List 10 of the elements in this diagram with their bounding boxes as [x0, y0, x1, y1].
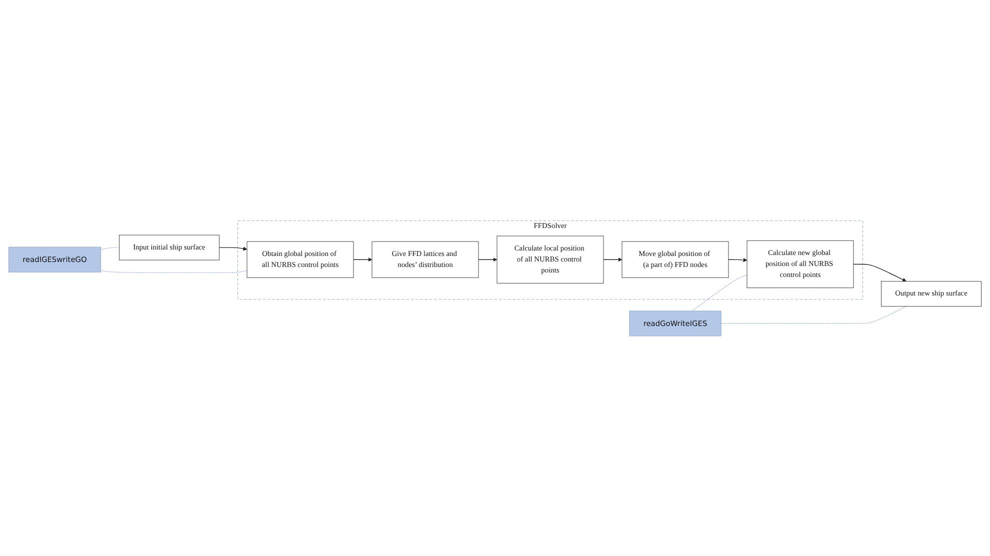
arrow [728, 258, 748, 262]
arrow [478, 257, 498, 262]
connector [100, 270, 248, 273]
connector [100, 246, 120, 250]
arrow [853, 264, 906, 282]
arrow [353, 257, 372, 262]
connector [720, 306, 907, 324]
arrow [218, 246, 248, 250]
arrow [603, 257, 622, 262]
connector [692, 274, 748, 311]
